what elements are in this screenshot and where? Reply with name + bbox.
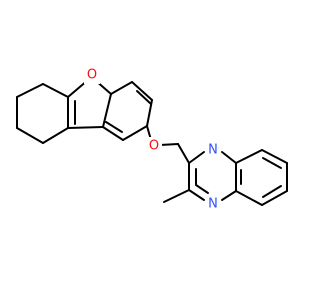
bond: [261, 149, 288, 164]
bond: [110, 81, 133, 95]
atom-label: O: [87, 68, 97, 83]
bond: [16, 83, 44, 98]
atom-label: N: [208, 197, 218, 212]
bond: [42, 127, 69, 144]
bond: [195, 184, 209, 194]
bond: [221, 151, 237, 164]
atom-O-furan: O: [84, 66, 100, 84]
bond: [262, 185, 282, 198]
quinoxaline-benzo-ring: [235, 149, 288, 206]
atom-label: O: [149, 139, 159, 154]
bond: [177, 143, 190, 164]
bond: [221, 190, 237, 201]
bond: [235, 190, 263, 206]
bond: [262, 157, 282, 169]
bond: [131, 81, 153, 101]
methyl-group: [163, 189, 190, 203]
bond: [163, 189, 190, 203]
bond: [16, 127, 44, 144]
bond: [159, 143, 179, 146]
pyrazine-ring: [188, 151, 237, 201]
bond: [146, 99, 153, 127]
bond: [67, 126, 104, 129]
bond: [122, 125, 148, 141]
furan-ring: [67, 79, 112, 129]
molecule-structure: O O N N: [16, 66, 288, 213]
atom-O-ether: O: [146, 137, 162, 155]
molecule-canvas: O O N N: [16, 66, 288, 213]
atom-N-top: N: [205, 141, 221, 159]
atom-N-bottom: N: [205, 195, 221, 213]
benzene-ring: [102, 81, 153, 141]
bond: [102, 126, 124, 141]
bond: [235, 149, 263, 164]
atom-label: N: [208, 143, 218, 158]
bond: [105, 121, 123, 133]
cyclohexane-ring: [16, 83, 69, 144]
bond: [136, 90, 152, 105]
bond: [261, 190, 288, 206]
bond: [102, 93, 112, 128]
bond: [188, 151, 205, 164]
bond: [188, 189, 205, 201]
bond: [42, 83, 69, 98]
